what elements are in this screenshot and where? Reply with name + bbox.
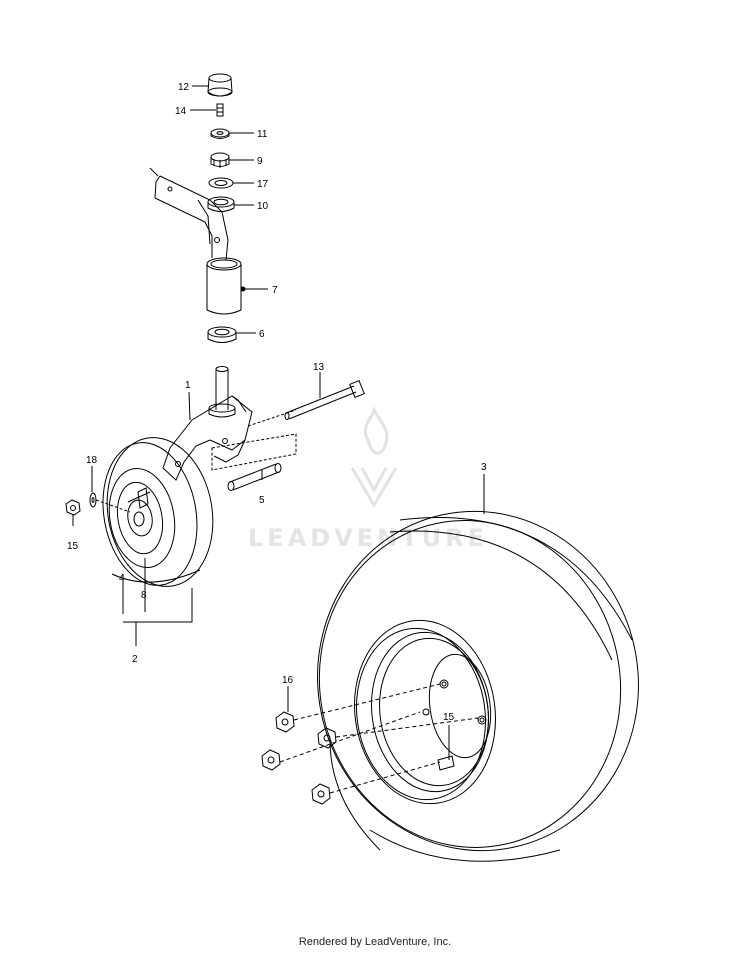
stud-guides bbox=[279, 683, 479, 794]
caster-wheel bbox=[102, 437, 214, 587]
callout-numbers: 12 14 11 9 17 10 7 6 1 13 5 3 18 15 4 8 … bbox=[67, 82, 487, 723]
dust-cap bbox=[207, 73, 233, 97]
callout-2: 2 bbox=[132, 654, 138, 665]
callout-17: 17 bbox=[257, 179, 269, 190]
callout-6: 6 bbox=[259, 329, 265, 340]
washer bbox=[210, 128, 230, 139]
callout-4: 4 bbox=[119, 573, 125, 584]
watermark-text: LEADVENTURE bbox=[248, 524, 488, 552]
axle-spacer bbox=[227, 463, 282, 491]
callout-9: 9 bbox=[257, 156, 263, 167]
pivot-tube bbox=[206, 257, 246, 315]
callout-12: 12 bbox=[178, 82, 190, 93]
callout-5: 5 bbox=[259, 495, 265, 506]
callout-8: 8 bbox=[141, 590, 147, 601]
rendered-by-footer: Rendered by LeadVenture, Inc. bbox=[298, 936, 452, 948]
callout-10: 10 bbox=[257, 201, 269, 212]
lug-nut bbox=[275, 711, 295, 733]
callout-3: 3 bbox=[481, 462, 487, 473]
lower-bearing bbox=[207, 326, 237, 343]
callout-18: 18 bbox=[86, 455, 98, 466]
grease-fitting bbox=[216, 103, 224, 117]
callout-13: 13 bbox=[313, 362, 325, 373]
lug-nut bbox=[261, 749, 281, 771]
lug-nut bbox=[311, 783, 331, 805]
deck-frame bbox=[149, 167, 229, 261]
caster-washer bbox=[89, 492, 97, 508]
callout-1: 1 bbox=[185, 380, 191, 391]
callout-15: 15 bbox=[443, 712, 455, 723]
axle-bolt bbox=[284, 379, 365, 420]
spacer-washer bbox=[208, 177, 234, 189]
caster-nut bbox=[65, 499, 81, 516]
leadventure-logo bbox=[350, 406, 398, 508]
rim bbox=[354, 619, 496, 805]
castle-nut bbox=[210, 152, 230, 168]
caster-axle-guide bbox=[95, 499, 131, 513]
caster-fork bbox=[162, 366, 253, 481]
callout-14: 14 bbox=[175, 106, 187, 117]
callout-15: 15 bbox=[67, 541, 79, 552]
upper-bearing bbox=[207, 196, 235, 212]
callout-16: 16 bbox=[282, 675, 294, 686]
callout-11: 11 bbox=[257, 129, 268, 140]
drive-wheel bbox=[317, 510, 639, 862]
callout-7: 7 bbox=[272, 285, 278, 296]
leader-lines bbox=[72, 85, 485, 760]
